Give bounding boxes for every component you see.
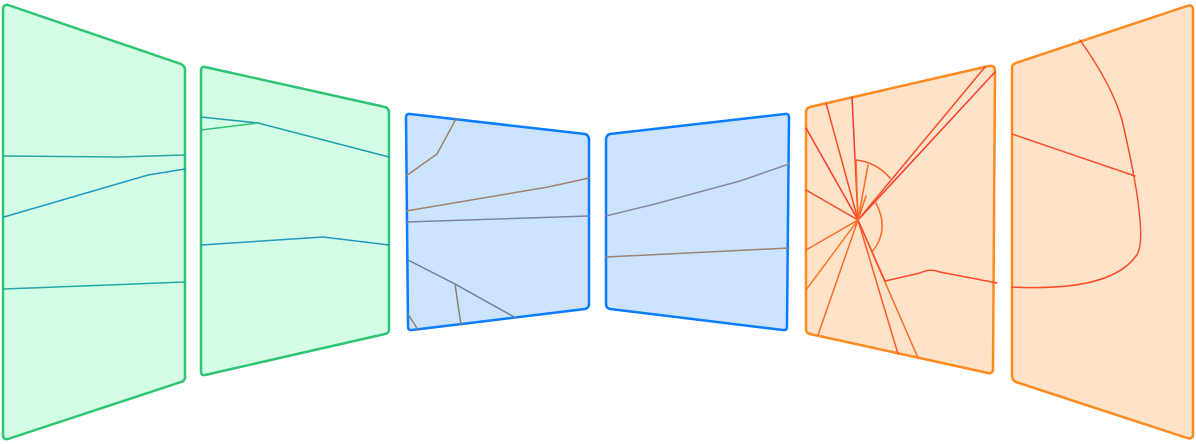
panel-2-frame: [199, 65, 391, 377]
panel-6: [1010, 4, 1195, 440]
panel-3: [404, 112, 591, 332]
panel-4-line: [605, 247, 790, 258]
panel-1: [1, 3, 187, 441]
panel-6-line: [1011, 133, 1136, 177]
panel-4: [604, 112, 791, 332]
panel-6-curve: [1011, 39, 1142, 289]
panel-2-line: [200, 122, 259, 131]
panel-4-line: [605, 163, 790, 217]
panel-3-line: [407, 313, 419, 331]
panel-5-rays: [805, 66, 996, 359]
panel-2: [199, 65, 391, 377]
panel-5-arc: [855, 159, 891, 179]
panel-5: [804, 64, 998, 375]
panel-1-line: [3, 154, 186, 158]
panel-3-line: [405, 118, 457, 177]
panel-5-arc: [871, 202, 883, 253]
panel-3-line: [454, 283, 462, 326]
panel-3-line: [405, 215, 590, 223]
panel-1-frame: [1, 3, 187, 441]
panel-1-line: [3, 168, 186, 218]
panel-5-frame: [804, 64, 997, 375]
panel-3-line: [405, 177, 590, 212]
panel-1-line: [3, 281, 186, 290]
panel-6-frame: [1010, 4, 1195, 440]
panel-5-line: [884, 269, 998, 284]
panel-2-line: [200, 236, 390, 246]
panel-4-frame: [604, 112, 791, 332]
panel-3-frame: [404, 112, 591, 332]
